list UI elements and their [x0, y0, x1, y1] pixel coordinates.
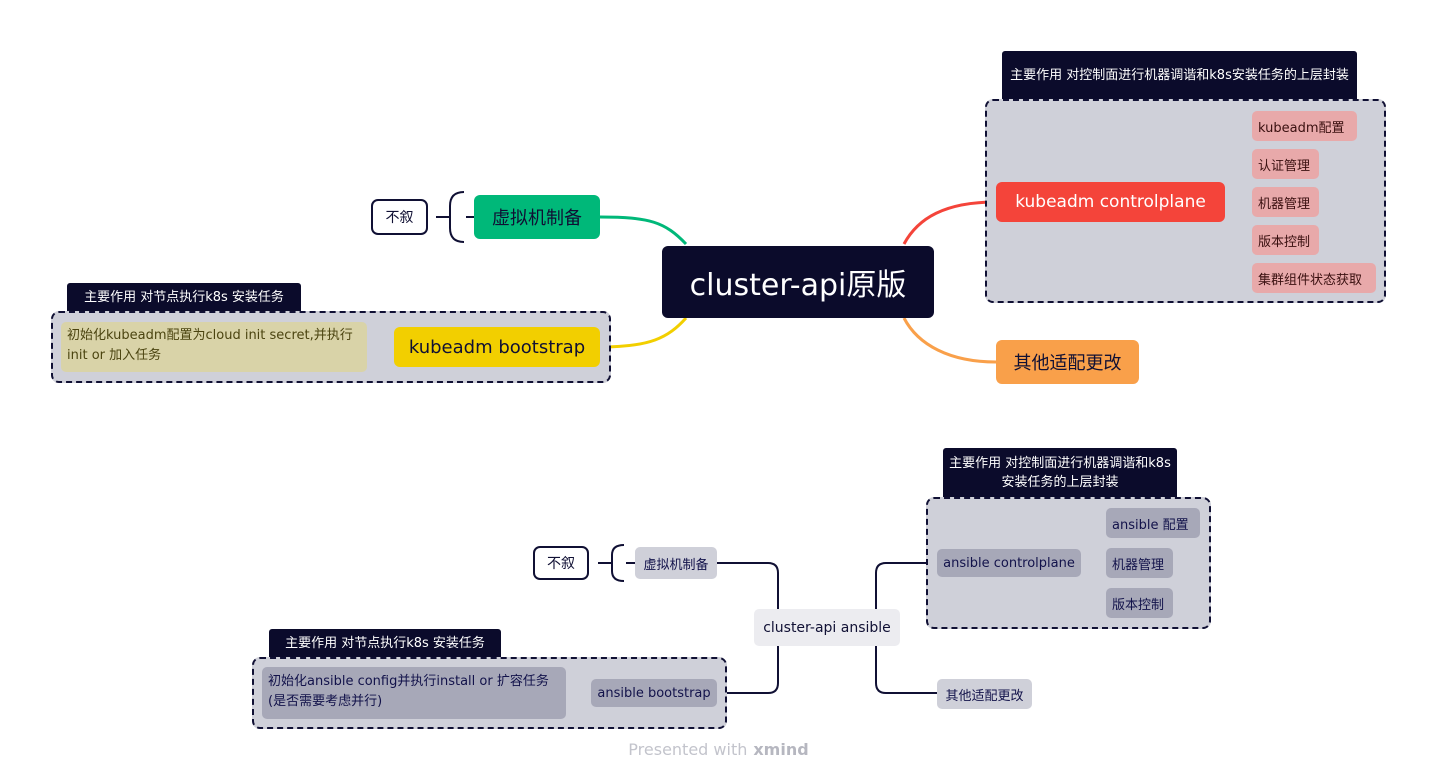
- controlplane-topic[interactable]: kubeadm controlplane: [996, 182, 1225, 222]
- controlplane-summary-label-2[interactable]: 主要作用 对控制面进行机器调谐和k8s安装任务的上层封装: [943, 448, 1177, 497]
- controlplane-child-status[interactable]: 集群组件状态获取: [1252, 263, 1376, 293]
- central-topic[interactable]: cluster-api原版: [662, 246, 934, 318]
- vm-provision-topic[interactable]: 虚拟机制备: [474, 195, 600, 239]
- controlplane2-child-ansible-config[interactable]: ansible 配置: [1106, 508, 1200, 538]
- controlplane-child-machine[interactable]: 机器管理: [1252, 187, 1319, 217]
- bootstrap-summary-label[interactable]: 主要作用 对节点执行k8s 安装任务: [67, 283, 301, 311]
- vm-provision-topic-2[interactable]: 虚拟机制备: [635, 547, 717, 579]
- vm-note[interactable]: 不叙: [371, 199, 428, 235]
- controlplane2-child-version[interactable]: 版本控制: [1106, 588, 1173, 618]
- controlplane-child-auth[interactable]: 认证管理: [1252, 149, 1319, 179]
- bootstrap-topic-2[interactable]: ansible bootstrap: [591, 679, 717, 707]
- bootstrap-summary-label-2[interactable]: 主要作用 对节点执行k8s 安装任务: [269, 629, 501, 657]
- bootstrap-description-2[interactable]: 初始化ansible config并执行install or 扩容任务(是否需要…: [262, 667, 566, 719]
- other-changes-topic-2[interactable]: 其他适配更改: [937, 679, 1032, 709]
- vm-note-2[interactable]: 不叙: [533, 546, 589, 580]
- controlplane-topic-2[interactable]: ansible controlplane: [937, 549, 1081, 577]
- central-topic-2[interactable]: cluster-api ansible: [754, 609, 900, 646]
- other-changes-topic[interactable]: 其他适配更改: [996, 340, 1139, 384]
- xmind-brand: xmind: [753, 739, 809, 759]
- presented-with-footer: Presented with xmind: [560, 738, 877, 760]
- controlplane-child-kubeadm-config[interactable]: kubeadm配置: [1252, 111, 1357, 141]
- bootstrap-topic[interactable]: kubeadm bootstrap: [394, 327, 600, 367]
- controlplane2-child-machine[interactable]: 机器管理: [1106, 548, 1173, 578]
- footer-prefix: Presented with: [628, 739, 748, 759]
- bootstrap-description[interactable]: 初始化kubeadm配置为cloud init secret,并执行init o…: [61, 322, 367, 372]
- controlplane-summary-label[interactable]: 主要作用 对控制面进行机器调谐和k8s安装任务的上层封装: [1002, 51, 1357, 99]
- controlplane-child-version[interactable]: 版本控制: [1252, 225, 1319, 255]
